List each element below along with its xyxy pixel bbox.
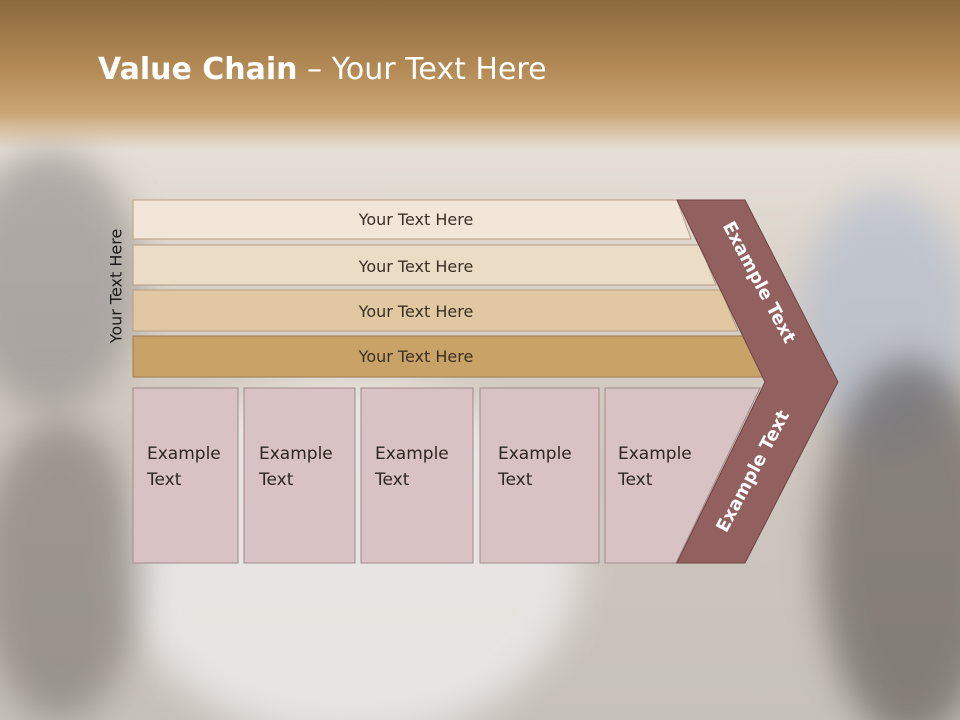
value-chevron: Example Text Example Text [676,199,839,564]
reflection-text-2b: Text [258,636,294,656]
reflection-text-2: Example [259,662,333,682]
reflection-text-1b: Text [146,636,182,656]
column-box-4-line1: Example [498,444,572,464]
background-figure-right-dark [820,360,960,720]
column-box-5-line2: Text [617,470,653,490]
column-box-1-line1: Example [147,444,221,464]
reflection-text-3: Example [375,662,449,682]
reflection-text-3b: Text [374,636,410,656]
title-bold: Value Chain [98,52,298,87]
reflection-text-4: Example [498,662,572,682]
row-bars: Your Text Here Your Text Here Your Text … [132,199,764,378]
column-box-5-line1: Example [618,444,692,464]
slide-title: Value Chain – Your Text Here [98,52,547,87]
column-box-3-line1: Example [375,444,449,464]
background-figure-left [0,150,140,410]
row-label-4: Your Text Here [358,347,474,366]
column-box-1-line2: Text [146,470,182,490]
row-bar-3 [132,289,739,332]
row-bar-2 [132,244,717,286]
column-box-2-line1: Example [259,444,333,464]
row-bar-1 [132,199,692,240]
reflection-text-4b: Text [497,636,533,656]
column-box-2 [243,387,356,564]
title-bar [0,0,960,150]
row-label-3: Your Text Here [358,302,474,321]
column-box-4-line2: Text [497,470,533,490]
row-label-2: Your Text Here [358,257,474,276]
row-label-1: Your Text Here [358,210,474,229]
background-desk [0,420,140,720]
reflection-text-1: Example [147,662,221,682]
column-box-3 [360,387,474,564]
title-rest: – Your Text Here [297,52,547,87]
diagram-reflection: Example Text Example Text Example Text E… [133,563,800,720]
column-box-4 [479,387,600,564]
reflection-text-5: Example [618,662,692,682]
reflection-text-5b: Text [617,636,653,656]
column-box-3-line2: Text [374,470,410,490]
column-box-2-line2: Text [258,470,294,490]
